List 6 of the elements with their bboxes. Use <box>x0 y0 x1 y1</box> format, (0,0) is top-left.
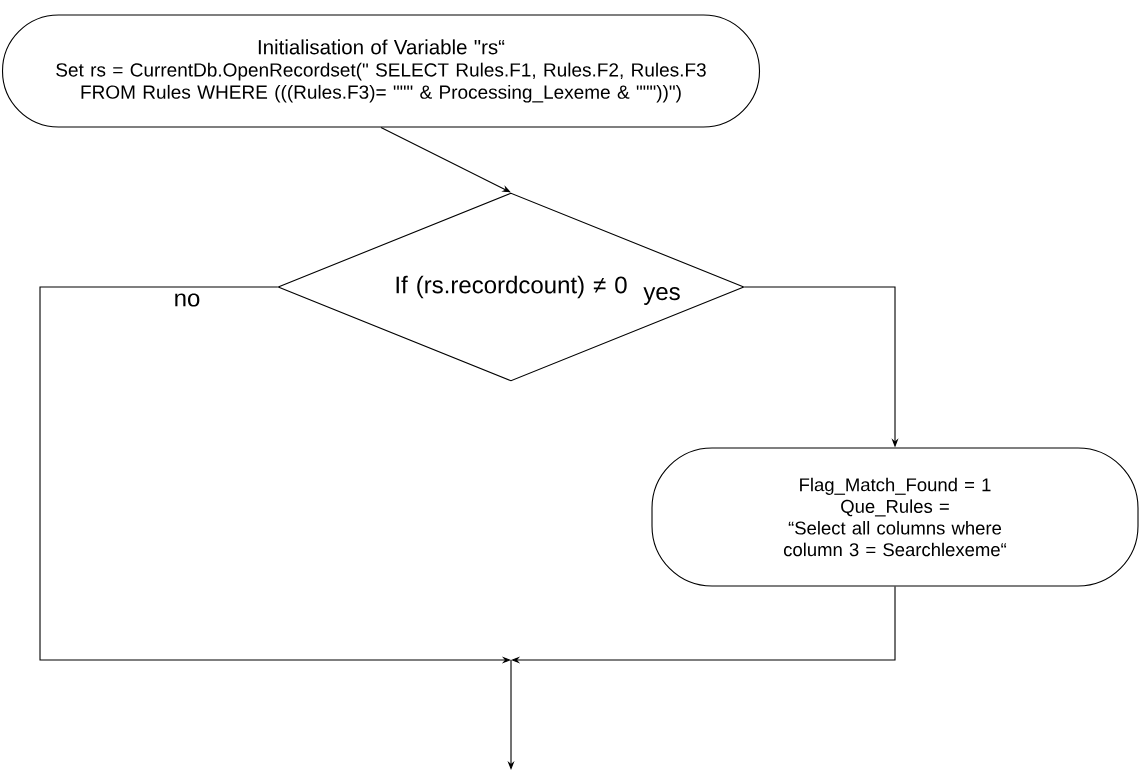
edge-label: yes <box>642 286 682 306</box>
arrow <box>380 127 511 193</box>
arrow <box>511 586 896 664</box>
edge-label: no <box>172 292 202 308</box>
process-box: Initialisation of Variable "rs“ Set rs = CurrentDb.OpenRecordset(" SELECT Rules.F1, Rules.F2, Rules.F3 FROM Rules WHERE (((Rules.F3)= """ & Processing_Lexeme & """))") <box>1 14 761 128</box>
process-box: Flag_Match_Found = 1 Que_Rules = “Select all columns where column 3 = Searchlexeme“ <box>651 447 1139 587</box>
